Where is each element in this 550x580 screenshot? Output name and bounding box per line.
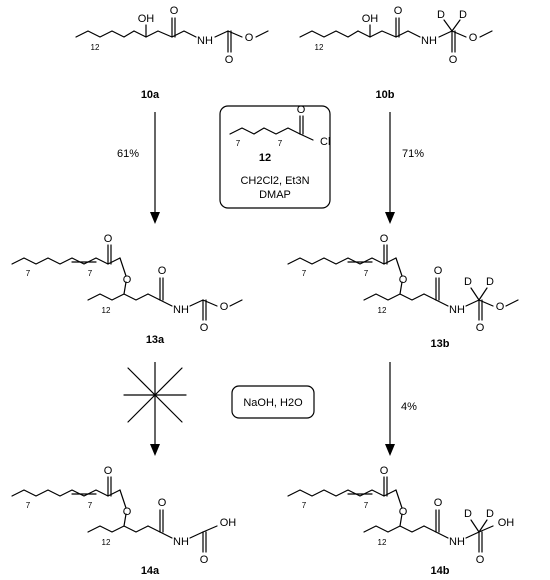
compound-label-10b: 10b: [376, 89, 395, 101]
compound-14a: O O O NH O OH 7 7 12 14a: [11, 465, 237, 577]
chain-repeat-count: 7: [302, 501, 307, 510]
yield-label: 71%: [402, 148, 424, 160]
ester-oxygen-label: O: [123, 506, 132, 518]
chain-repeat-count: 7: [26, 501, 31, 510]
reaction-arrow-13a-14a: [150, 362, 160, 456]
amide-nh-label: NH: [173, 304, 189, 316]
deuterium-label: D: [486, 508, 494, 520]
ester-oxygen-label: O: [225, 54, 234, 66]
reagent-catalyst: DMAP: [259, 189, 291, 201]
hydroxyl-label: OH: [362, 13, 379, 25]
yield-label: 4%: [401, 401, 417, 413]
ester-oxygen-label: O: [399, 506, 408, 518]
reagent-box-hydrolysis: NaOH, H2O: [231, 385, 315, 419]
chain-repeat-count: 12: [102, 538, 111, 547]
ester-oxygen-label: O: [123, 274, 132, 286]
deuterium-label: D: [437, 9, 445, 21]
amide-oxygen-label: O: [394, 5, 403, 17]
deuterium-label: D: [464, 276, 472, 288]
no-reaction-cross-icon: [123, 367, 187, 423]
amide-oxygen-label: O: [170, 5, 179, 17]
ester-oxygen-label: O: [380, 233, 389, 245]
deuterium-label: D: [486, 276, 494, 288]
acid-oxygen-label: O: [200, 554, 209, 566]
compound-label-13a: 13a: [146, 334, 165, 346]
chain-repeat-count: 12: [91, 43, 100, 52]
amide-nh-label: NH: [449, 536, 465, 548]
chain-repeat-count: 7: [302, 269, 307, 278]
ester-oxygen-label: O: [476, 322, 485, 334]
chain-repeat-count: 7: [88, 269, 93, 278]
chain-repeat-count: 7: [278, 139, 283, 148]
compound-label-10a: 10a: [141, 89, 160, 101]
deuterium-label: D: [459, 9, 467, 21]
chain-repeat-count: 7: [364, 501, 369, 510]
chain-repeat-count: 7: [236, 139, 241, 148]
chain-repeat-count: 12: [378, 306, 387, 315]
amide-oxygen-label: O: [434, 497, 443, 509]
compound-10a: OH O NH O O 12 10a: [75, 5, 269, 101]
amide-nh-label: NH: [173, 536, 189, 548]
compound-10b: OH O NH D D O O 12 10b: [299, 5, 493, 101]
amide-oxygen-label: O: [158, 265, 167, 277]
amide-oxygen-label: O: [434, 265, 443, 277]
chain-repeat-count: 7: [88, 501, 93, 510]
ester-oxygen-label: O: [200, 322, 209, 334]
chain-repeat-count: 12: [315, 43, 324, 52]
ester-oxygen-label: O: [496, 301, 505, 313]
reagent-box-acylation: O Cl 7 7 12 CH2Cl2, Et3N DMAP: [219, 104, 331, 209]
ester-oxygen-label: O: [380, 465, 389, 477]
compound-label-14b: 14b: [431, 565, 450, 577]
amide-nh-label: NH: [449, 304, 465, 316]
amide-nh-label: NH: [197, 35, 213, 47]
hydroxyl-label: OH: [220, 517, 237, 529]
ester-oxygen-label: O: [399, 274, 408, 286]
reaction-arrow-10b-13b: [385, 112, 395, 224]
ester-oxygen-label: O: [449, 54, 458, 66]
compound-label-14a: 14a: [141, 565, 160, 577]
reaction-arrow-13b-14b: [385, 362, 395, 456]
ester-oxygen-label: O: [104, 465, 113, 477]
ester-oxygen-label: O: [220, 301, 229, 313]
amide-nh-label: NH: [421, 35, 437, 47]
chain-repeat-count: 7: [364, 269, 369, 278]
compound-label-12: 12: [259, 152, 271, 164]
chloride-label: Cl: [320, 136, 330, 148]
carbonyl-oxygen-label: O: [297, 104, 306, 116]
ester-oxygen-label: O: [469, 32, 478, 44]
reaction-arrow-10a-13a: [150, 112, 160, 224]
yield-label: 61%: [117, 148, 139, 160]
chain-repeat-count: 12: [378, 538, 387, 547]
deuterium-label: D: [464, 508, 472, 520]
chain-repeat-count: 12: [102, 306, 111, 315]
hydroxyl-label: OH: [138, 13, 155, 25]
chain-repeat-count: 7: [26, 269, 31, 278]
compound-14b: O O O NH D D O OH 7 7 12 14b: [287, 465, 515, 577]
compound-13b: O O O NH D D O O 7 7 12 13b: [287, 233, 519, 350]
ester-oxygen-label: O: [245, 32, 254, 44]
reagent-hydrolysis: NaOH, H2O: [243, 397, 303, 409]
reagent-solvent-base: CH2Cl2, Et3N: [240, 175, 309, 187]
ester-oxygen-label: O: [104, 233, 113, 245]
compound-13a: O O O NH O O 7 7 12 13a: [11, 233, 243, 346]
acid-oxygen-label: O: [476, 554, 485, 566]
hydroxyl-label: OH: [498, 517, 515, 529]
amide-oxygen-label: O: [158, 497, 167, 509]
compound-label-13b: 13b: [431, 338, 450, 350]
